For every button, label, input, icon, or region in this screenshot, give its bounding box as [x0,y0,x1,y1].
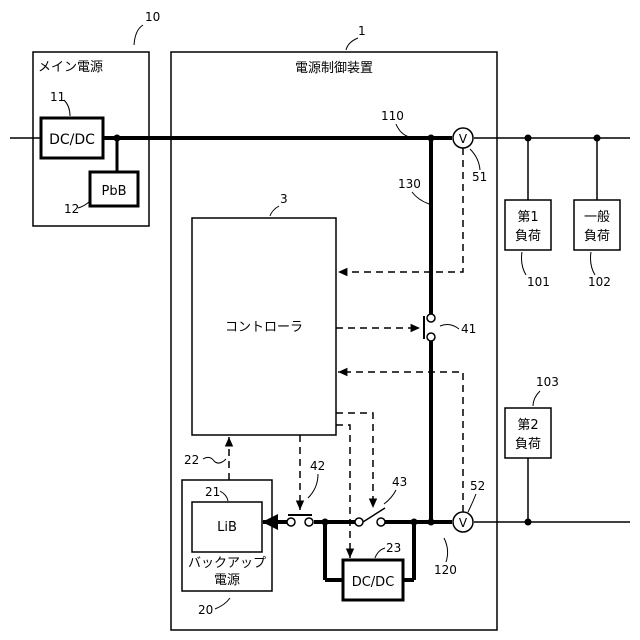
controller-block: コントローラ 3 [192,192,336,435]
voltage-sensor-52-ref: 52 [470,479,485,493]
lib-ref: 21 [205,485,220,499]
load-101-line1: 第1 [517,210,538,225]
backup-power-supply: バックアップ 電源 20 [182,480,272,617]
voltage-symbol-51: V [459,132,468,146]
backup-power-title-1: バックアップ [188,556,266,571]
controller-ref: 3 [280,192,288,206]
backup-power-leader [215,598,230,609]
control-device-title: 電源制御装置 [295,61,373,76]
dcdc-main-ref: 11 [50,90,65,104]
load-101-leader [522,252,527,275]
backup-line-ref: 120 [434,563,457,577]
dcdc-backup-leader [375,548,385,558]
switch-43: 43 [355,475,407,526]
link-22-leader [203,457,226,463]
backup-line-120: 120 [262,514,630,580]
switch-43-leader [384,490,396,504]
load-103-line2: 負荷 [515,437,541,452]
power-control-device: 電源制御装置 1 [171,24,497,630]
main-power-leader [134,25,143,45]
voltage-symbol-52: V [459,516,468,530]
load-101-line2: 負荷 [515,229,541,244]
load-101: 第1 負荷 101 [505,138,551,289]
voltage-sensor-52: V 52 [453,479,485,532]
voltage-sensor-52-leader [468,494,476,512]
pbb-ref: 12 [64,202,79,216]
load-102-line1: 一般 [584,209,610,225]
backup-power-ref: 20 [198,603,213,617]
load-101-ref: 101 [527,275,550,289]
signal-controller-to-dcdc [336,425,350,558]
load-102-ref: 102 [588,275,611,289]
load-103-line1: 第2 [517,418,538,433]
pbb-label: PbB [101,184,126,199]
switch-41: 41 [424,314,476,341]
switch-42: 42 [287,459,325,526]
pbb-leader [78,201,90,208]
connect-line-leader [412,192,429,204]
dcdc-backup-label: DC/DC [352,575,395,590]
backup-line-leader [444,538,448,562]
link-22-ref: 22 [184,453,199,467]
main-line-ref: 110 [381,109,404,123]
main-power-title: メイン電源 [38,60,103,75]
load-102-leader [591,252,596,275]
load-102-line2: 負荷 [584,229,610,244]
connection-line-130: 130 [398,138,431,522]
voltage-sensor-51: V 51 [453,128,487,184]
main-line-leader [396,124,409,137]
dcdc-backup-ref: 23 [386,541,401,555]
dcdc-main-label: DC/DC [49,132,95,148]
load-103-ref: 103 [536,375,559,389]
signal-controller-to-switch-43 [336,413,373,508]
voltage-sensor-51-ref: 51 [472,170,487,184]
switch-42-leader [308,474,318,498]
control-device-ref: 1 [358,24,366,38]
load-103: 第2 負荷 103 [505,375,559,522]
main-power-ref: 10 [145,10,160,24]
signal-lines [229,148,463,558]
dcdc-backup-block: DC/DC 23 [343,541,403,600]
backup-power-title-2: 電源 [214,573,240,588]
dcdc-main-block: DC/DC 11 [41,90,103,158]
switch-43-ref: 43 [392,475,407,489]
switch-41-ref: 41 [461,322,476,336]
lib-leader [220,491,228,501]
controller-label: コントローラ [225,320,303,335]
control-device-leader [346,38,358,50]
switch-41-leader [440,325,459,329]
lib-label: LiB [217,520,237,535]
link-22: 22 [184,453,226,467]
lib-battery: LiB 21 [192,485,262,552]
load-103-leader [533,391,540,406]
connect-line-ref: 130 [398,177,421,191]
switch-42-ref: 42 [310,459,325,473]
controller-leader [270,206,279,216]
signal-v1-to-controller [338,148,463,272]
pbb-battery: PbB 12 [64,172,138,216]
signal-v2-to-controller [338,372,463,512]
voltage-sensor-51-leader [470,149,480,170]
load-102: 一般 負荷 102 [574,138,620,289]
